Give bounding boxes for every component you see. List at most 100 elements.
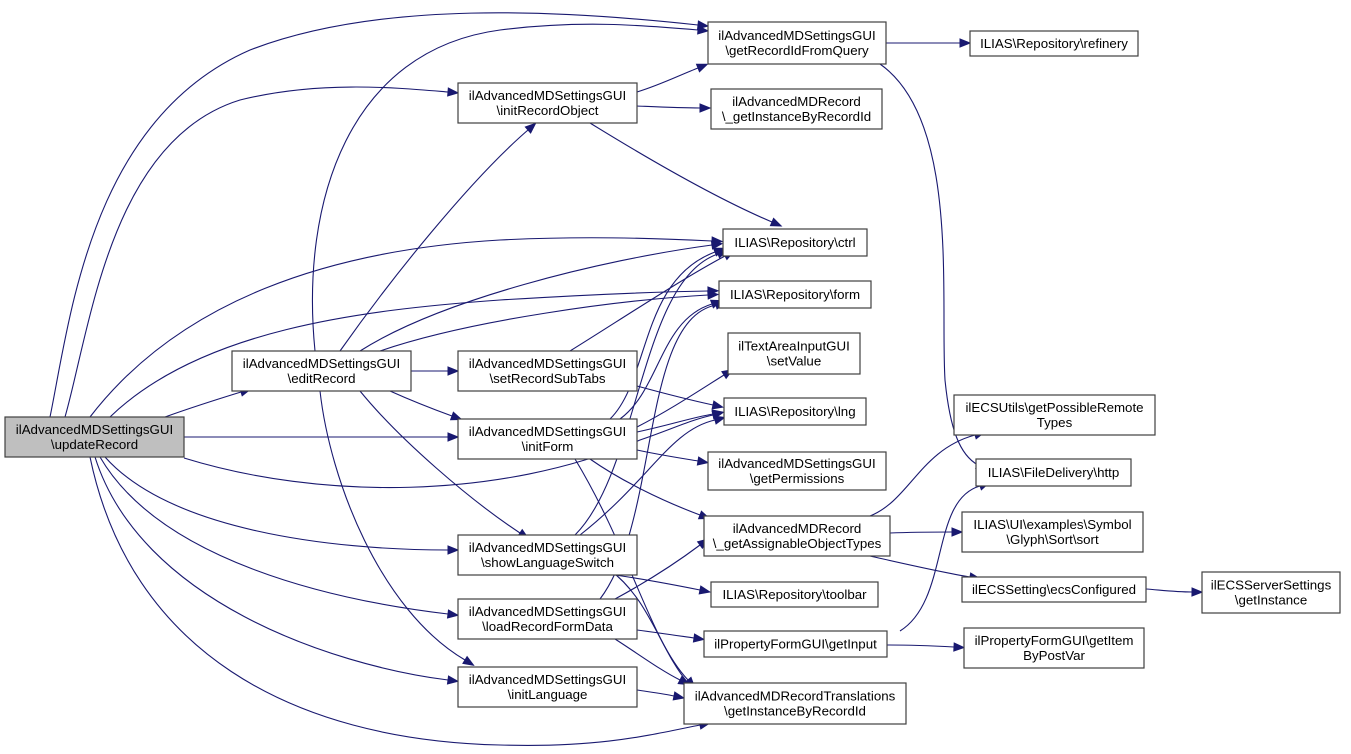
- node-box: [707, 451, 887, 491]
- node-box: [457, 350, 638, 392]
- edge-line: [899, 485, 981, 632]
- node-refinery[interactable]: ILIAS\Repository\refinery: [969, 30, 1139, 57]
- edge-line: [183, 414, 714, 489]
- node-serverGetInstance[interactable]: ilECSServerSettings\getInstance: [1201, 571, 1341, 614]
- node-getPermissions[interactable]: ilAdvancedMDSettingsGUI\getPermissions: [707, 451, 887, 491]
- node-label-line: ilAdvancedMDRecord: [733, 521, 862, 536]
- edge-editRecord-to-initRecordObject: [339, 122, 537, 352]
- node-ecsConfigured[interactable]: ilECSSetting\ecsConfigured: [961, 576, 1147, 603]
- node-box: [457, 82, 638, 124]
- node-box: [457, 534, 638, 576]
- edge-initLanguage-to-translationsGetInstance: [636, 689, 686, 701]
- edge-arrowhead: [524, 122, 537, 134]
- edge-arrowhead: [695, 63, 709, 73]
- edge-line: [589, 458, 701, 516]
- edge-initForm-to-getPermissions: [636, 449, 710, 466]
- edge-arrowhead: [707, 290, 720, 300]
- node-label-line: ilAdvancedMDSettingsGUI: [469, 88, 626, 103]
- node-getRecordIdFromQuery[interactable]: ilAdvancedMDSettingsGUI\getRecordIdFromQ…: [707, 21, 887, 65]
- edge-arrowhead: [710, 240, 724, 250]
- node-box: [457, 598, 638, 640]
- edge-updateRecord-to-loadRecordFormData: [99, 456, 460, 619]
- node-setValue[interactable]: ilTextAreaInputGUI\setValue: [727, 332, 861, 375]
- edge-line: [619, 303, 713, 420]
- node-translationsGetInstance[interactable]: ilAdvancedMDRecordTranslations\getInstan…: [683, 682, 907, 725]
- node-showLanguageSwitch[interactable]: ilAdvancedMDSettingsGUI\showLanguageSwit…: [457, 534, 638, 576]
- node-label-line: ilECSServerSettings: [1211, 578, 1332, 593]
- node-loadRecordFormData[interactable]: ilAdvancedMDSettingsGUI\loadRecordFormDa…: [457, 598, 638, 640]
- edge-line: [389, 390, 453, 417]
- edge-showLanguageSwitch-to-lng: [579, 415, 726, 536]
- edge-updateRecord-to-showLanguageSwitch: [104, 456, 460, 555]
- node-ctrl[interactable]: ILIAS\Repository\ctrl: [722, 228, 868, 257]
- edge-getInput-to-http: [899, 481, 991, 632]
- edge-line: [339, 129, 529, 352]
- edge-editRecord-to-initForm: [389, 390, 463, 421]
- node-box: [710, 88, 883, 130]
- edge-line: [569, 255, 726, 352]
- node-box: [722, 228, 868, 257]
- node-box: [961, 511, 1144, 553]
- edge-line: [614, 638, 681, 681]
- node-sort[interactable]: ILIAS\UI\examples\Symbol\Glyph\Sort\sort: [961, 511, 1144, 553]
- edge-arrowhead: [462, 655, 475, 666]
- node-initLanguage[interactable]: ilAdvancedMDSettingsGUI\initLanguage: [457, 666, 638, 708]
- edge-loadRecordFormData-to-getInput: [636, 629, 706, 643]
- node-form[interactable]: ILIAS\Repository\form: [718, 280, 872, 309]
- node-label-line: \_getAssignableObjectTypes: [713, 536, 882, 551]
- edge-arrowhead: [697, 25, 710, 35]
- node-label-line: ilAdvancedMDSettingsGUI: [469, 604, 626, 619]
- node-label-line: ByPostVar: [1023, 648, 1085, 663]
- edge-initRecordObject-to-ctrl: [589, 122, 783, 227]
- edge-arrowhead: [696, 456, 710, 466]
- edge-line: [589, 122, 773, 223]
- edge-line: [889, 531, 953, 534]
- node-updateRecord[interactable]: ilAdvancedMDSettingsGUI\updateRecord: [4, 416, 185, 458]
- node-box: [457, 666, 638, 708]
- node-box: [718, 280, 872, 309]
- edge-updateRecord-to-initLanguage: [94, 456, 460, 685]
- edges-layer: [49, 12, 1204, 746]
- edge-line: [886, 644, 955, 648]
- edge-line: [636, 689, 675, 697]
- node-label-line: ilAdvancedMDSettingsGUI: [469, 540, 626, 555]
- node-initForm[interactable]: ilAdvancedMDSettingsGUI\initForm: [457, 418, 638, 460]
- edge-line: [869, 555, 971, 578]
- node-toolbar[interactable]: ILIAS\Repository\toolbar: [710, 581, 879, 608]
- edge-line: [359, 390, 521, 534]
- node-getAssignableObjectTypes[interactable]: ilAdvancedMDRecord\_getAssignableObjectT…: [703, 515, 891, 557]
- node-lng[interactable]: ILIAS\Repository\lng: [723, 397, 867, 426]
- edge-line: [89, 237, 713, 418]
- node-initRecordObject[interactable]: ilAdvancedMDSettingsGUI\initRecordObject: [457, 82, 638, 124]
- node-label-line: ilAdvancedMDSettingsGUI: [718, 456, 875, 471]
- node-label-line: ILIAS\Repository\ctrl: [734, 235, 855, 250]
- node-label-line: ilECSSetting\ecsConfigured: [972, 582, 1136, 597]
- node-box: [703, 630, 888, 658]
- node-box: [457, 418, 638, 460]
- node-editRecord[interactable]: ilAdvancedMDSettingsGUI\editRecord: [231, 350, 412, 392]
- node-getInput[interactable]: ilPropertyFormGUI\getInput: [703, 630, 888, 658]
- node-label-line: \updateRecord: [51, 437, 138, 452]
- node-box: [231, 350, 412, 392]
- edge-getAssignableObjectTypes-to-sort: [889, 527, 964, 537]
- node-box: [727, 332, 861, 375]
- edge-line: [609, 569, 689, 684]
- edge-line: [636, 629, 695, 639]
- node-box: [969, 30, 1139, 57]
- node-box: [710, 581, 879, 608]
- node-box: [1201, 571, 1341, 614]
- edge-showLanguageSwitch-to-toolbar: [614, 574, 712, 595]
- edge-arrowhead: [1191, 587, 1204, 597]
- node-label-line: ilPropertyFormGUI\getItem: [975, 633, 1134, 648]
- edge-line: [636, 449, 699, 462]
- node-label-line: \initLanguage: [508, 687, 588, 702]
- edge-arrowhead: [672, 691, 686, 701]
- node-label-line: ilAdvancedMDSettingsGUI: [469, 424, 626, 439]
- edge-editRecord-to-setRecordSubTabs: [410, 366, 460, 376]
- node-http[interactable]: ILIAS\FileDelivery\http: [975, 458, 1132, 487]
- node-getInstanceByRecordId[interactable]: ilAdvancedMDRecord\_getInstanceByRecordI…: [710, 88, 883, 130]
- node-setRecordSubTabs[interactable]: ilAdvancedMDSettingsGUI\setRecordSubTabs: [457, 350, 638, 392]
